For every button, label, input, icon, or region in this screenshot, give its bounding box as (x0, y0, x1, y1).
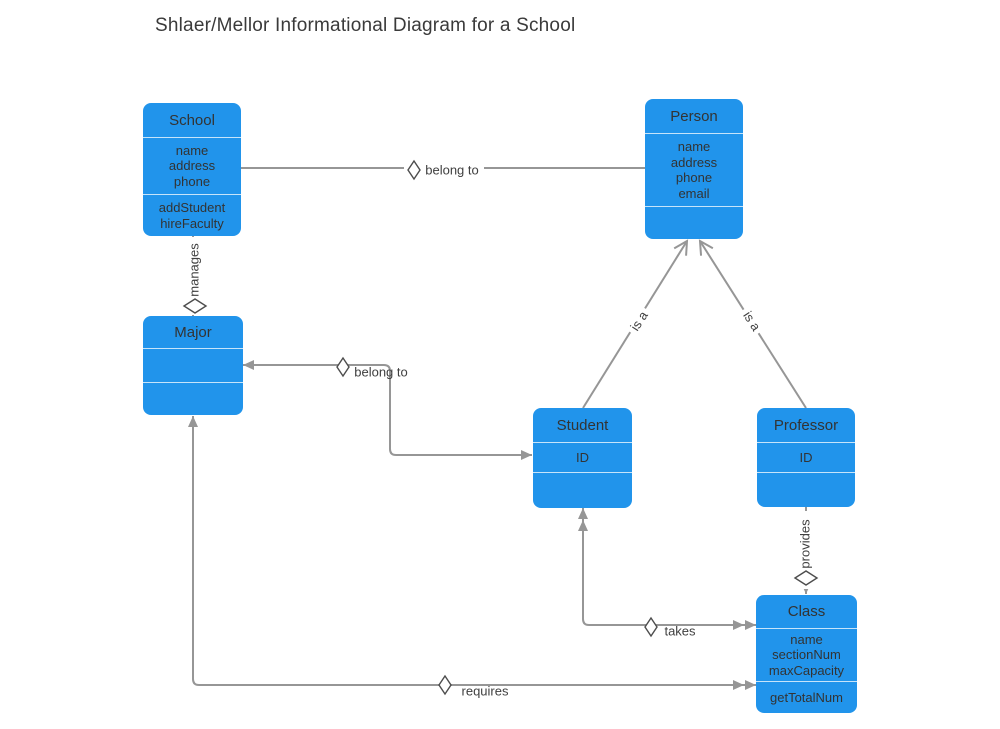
entity-attributes: ID (533, 442, 632, 472)
aggregation-diamond-icon (793, 570, 819, 586)
entity-title: Professor (773, 416, 839, 434)
entity-operation: addStudent (158, 200, 226, 215)
entity-attribute: address (168, 158, 216, 174)
entity-attributes: name address phone email (645, 133, 743, 206)
entity-attribute: phone (173, 173, 211, 189)
entity-title: School (169, 111, 215, 129)
edge-label-provides[interactable]: provides (797, 519, 813, 569)
entity-attribute: name (677, 139, 711, 154)
edge-label-manages[interactable]: manages (186, 243, 202, 297)
entity-school[interactable]: School name address phone addStudent hir… (143, 103, 241, 236)
edge-label-belong-to-school-person[interactable]: belong to (425, 162, 479, 178)
entity-title: Major (174, 323, 212, 341)
aggregation-diamond-icon (644, 616, 658, 638)
aggregation-diamond-icon (407, 159, 421, 181)
entity-attributes: name address phone (143, 137, 241, 194)
entity-attributes: name sectionNum maxCapacity (756, 628, 857, 681)
entity-student[interactable]: Student ID (533, 408, 632, 508)
aggregation-diamond-icon (336, 356, 350, 378)
connector-major-class[interactable] (188, 416, 756, 690)
edge-label-takes[interactable]: takes (664, 623, 696, 639)
entity-operations: addStudent hireFaculty (143, 194, 241, 236)
entity-operations: getTotalNum (756, 681, 857, 713)
entity-operation: getTotalNum (770, 689, 843, 705)
entity-attribute: email (678, 185, 710, 201)
entity-operations (645, 206, 743, 239)
entity-class[interactable]: Class name sectionNum maxCapacity getTot… (756, 595, 857, 713)
entity-professor[interactable]: Professor ID (757, 408, 855, 507)
aggregation-diamond-icon (182, 298, 208, 314)
entity-attribute: sectionNum (772, 647, 841, 663)
edge-label-requires[interactable]: requires (461, 683, 509, 699)
edge-label-belong-to-student-major[interactable]: belong to (354, 364, 408, 380)
entity-attribute: name (790, 631, 823, 647)
entity-title: Person (670, 107, 718, 125)
entity-person[interactable]: Person name address phone email (645, 99, 743, 239)
page-title: Shlaer/Mellor Informational Diagram for … (155, 15, 576, 36)
entity-attribute: ID (799, 449, 813, 465)
entity-attribute: maxCapacity (768, 662, 845, 678)
entity-attribute: ID (576, 449, 589, 465)
entity-attributes: ID (757, 442, 855, 472)
connector-student-class[interactable] (578, 508, 756, 630)
entity-operations (143, 382, 243, 415)
entity-operation: hireFaculty (160, 215, 224, 231)
entity-attributes (143, 348, 243, 382)
entity-operations (757, 472, 855, 507)
entity-attribute: phone (675, 170, 713, 185)
entity-attribute: name (175, 142, 209, 158)
entity-attribute: address (670, 154, 718, 170)
entity-title: Class (787, 603, 826, 620)
entity-major[interactable]: Major (143, 316, 243, 415)
entity-operations (533, 472, 632, 508)
entity-title: Student (556, 416, 609, 434)
aggregation-diamond-icon (438, 674, 452, 696)
